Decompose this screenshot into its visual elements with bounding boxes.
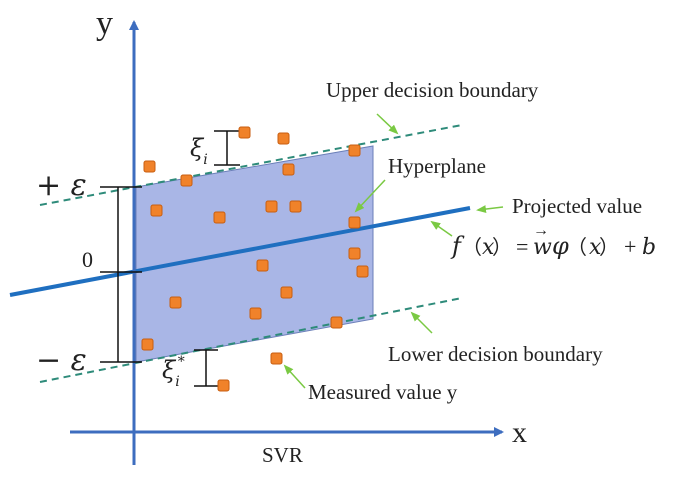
regression-formula: f （ x ） = → w φ （ x ） + b	[450, 222, 656, 260]
zero-label: 0	[82, 247, 93, 272]
svg-text:（: （	[462, 236, 482, 259]
hyperplane-line	[9, 206, 471, 297]
svr-caption: SVR	[262, 443, 303, 467]
data-point	[256, 259, 269, 272]
lower-boundary-label: Lower decision boundary	[388, 342, 603, 366]
arrow-hyperplane	[354, 179, 386, 213]
svg-text:φ: φ	[552, 232, 569, 260]
data-point	[356, 265, 369, 278]
svg-text:x: x	[589, 235, 602, 260]
data-point	[150, 204, 163, 217]
hyperplane-label: Hyperplane	[388, 154, 486, 178]
svg-text:）: ）	[492, 236, 512, 259]
data-point	[277, 132, 290, 145]
data-point	[217, 379, 230, 392]
arrow-lower-boundary	[410, 311, 433, 334]
arrow-measured-value	[283, 364, 306, 389]
data-points	[141, 126, 369, 392]
minus-epsilon-label: − ε	[36, 343, 87, 378]
data-point	[141, 338, 154, 351]
xi-lower-label: ξi*	[162, 354, 185, 390]
svg-text:→: →	[533, 222, 549, 239]
projected-value-label: Projected value	[512, 194, 642, 218]
data-point	[330, 316, 343, 329]
arrow-formula	[430, 220, 453, 237]
data-point	[238, 126, 251, 139]
data-point	[213, 211, 226, 224]
svg-text:x: x	[482, 235, 495, 260]
data-point	[169, 296, 182, 309]
plus-epsilon-label: + ε	[36, 168, 87, 203]
svg-text:w: w	[533, 235, 552, 260]
data-point	[348, 247, 361, 260]
data-point	[180, 174, 193, 187]
slack-upper-bracket	[214, 130, 240, 166]
x-axis-label: x	[512, 416, 527, 449]
measured-value-label: Measured value y	[308, 380, 458, 404]
data-point	[270, 352, 283, 365]
upper-boundary-label: Upper decision boundary	[326, 78, 539, 102]
data-point	[143, 160, 156, 173]
arrow-projected-value	[476, 205, 504, 214]
data-point	[289, 200, 302, 213]
data-point	[280, 286, 293, 299]
data-point	[265, 200, 278, 213]
data-point	[348, 144, 361, 157]
arrow-upper-boundary	[376, 113, 399, 135]
svg-text:b: b	[642, 235, 656, 260]
svg-text:）: ）	[599, 236, 619, 259]
data-point	[348, 216, 361, 229]
epsilon-tube	[135, 145, 374, 363]
svg-text:=: =	[516, 234, 528, 259]
slack-lower-bracket	[194, 349, 218, 387]
svg-text:（: （	[567, 236, 587, 259]
data-point	[282, 163, 295, 176]
xi-upper-label: ξi	[190, 134, 208, 168]
y-axis-label: y	[96, 5, 113, 42]
data-point	[249, 307, 262, 320]
svg-text:+: +	[624, 234, 636, 259]
